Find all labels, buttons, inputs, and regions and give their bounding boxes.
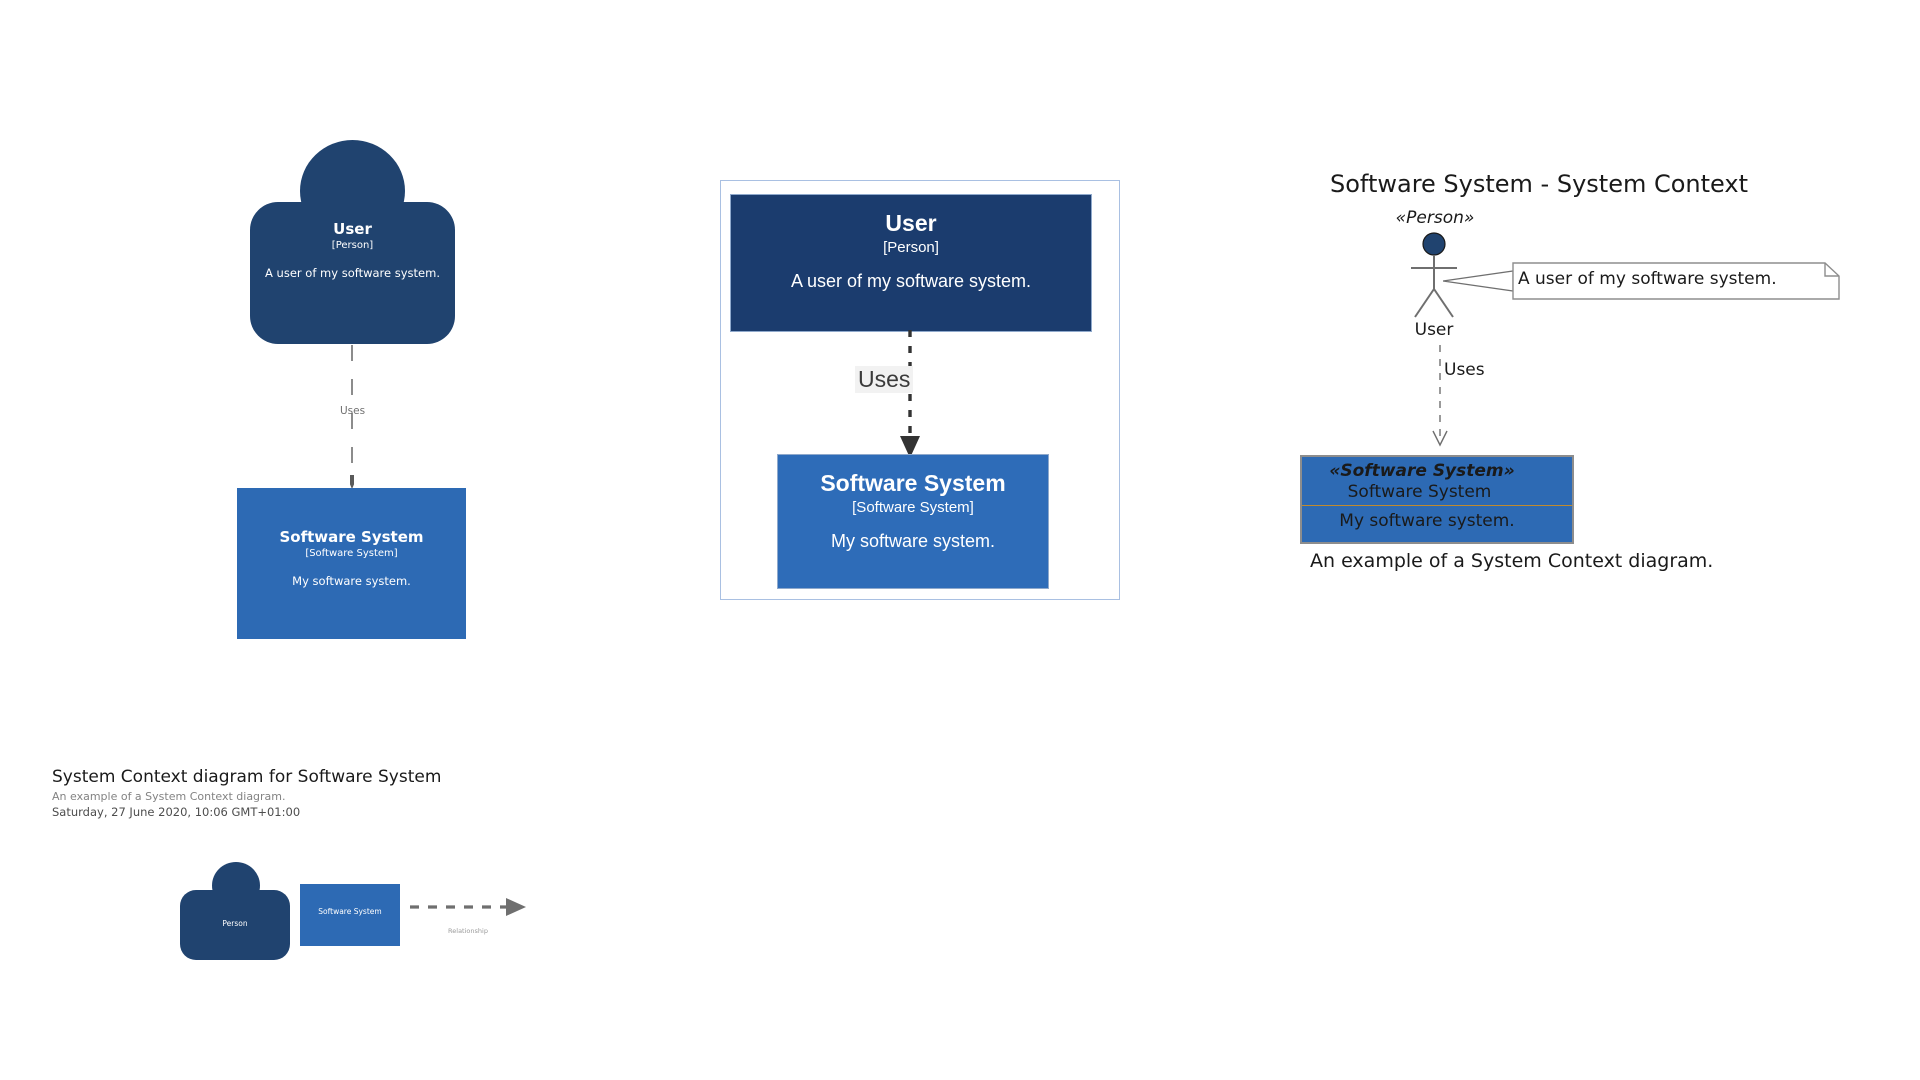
dot-person-text-block: User [Person] A user of my software syst… bbox=[731, 195, 1091, 293]
footer-text-block: System Context diagram for Software Syst… bbox=[52, 765, 752, 820]
key-system-shape bbox=[300, 884, 400, 946]
plantuml-system-header: «Software System» Software System bbox=[1302, 457, 1572, 505]
diagram-dot-style: User [Person] A user of my software syst… bbox=[720, 180, 1120, 600]
footer-timestamp: Saturday, 27 June 2020, 10:06 GMT+01:00 bbox=[52, 805, 301, 819]
dot-system-description: My software system. bbox=[830, 531, 996, 551]
dot-relationship-label: Uses bbox=[855, 366, 914, 393]
system-description: My software system. bbox=[292, 574, 411, 588]
plantuml-relationship-line bbox=[1432, 345, 1448, 447]
footer-subtitle: An example of a System Context diagram. bbox=[52, 790, 286, 803]
person-technology: [Person] bbox=[331, 240, 374, 251]
system-technology: [Software System] bbox=[305, 548, 398, 559]
dot-system-node[interactable]: Software System [Software System] My sof… bbox=[777, 454, 1049, 589]
person-text-block: User [Person] A user of my software syst… bbox=[250, 220, 455, 281]
plantuml-system-name: Software System bbox=[1347, 482, 1492, 502]
key-person-label: Person bbox=[222, 919, 248, 928]
dot-relationship-line bbox=[900, 330, 920, 458]
plantuml-caption: An example of a System Context diagram. bbox=[1310, 550, 1714, 572]
diagram-structurizr-style: User [Person] A user of my software syst… bbox=[0, 0, 640, 680]
key-relationship-arrow bbox=[410, 898, 526, 916]
key-person-body-shape bbox=[180, 890, 290, 960]
plantuml-note-text: A user of my software system. bbox=[1518, 269, 1777, 289]
footer-title: System Context diagram for Software Syst… bbox=[52, 767, 442, 787]
dot-system-name: Software System bbox=[820, 470, 1006, 496]
structurizr-system-node[interactable]: Software System [Software System] My sof… bbox=[237, 488, 466, 639]
plantuml-actor-icon[interactable] bbox=[1394, 232, 1474, 322]
plantuml-title: Software System - System Context bbox=[1330, 170, 1748, 198]
plantuml-system-divider bbox=[1302, 505, 1572, 506]
dot-person-description: A user of my software system. bbox=[790, 271, 1032, 291]
plantuml-note-shape[interactable] bbox=[1443, 255, 1843, 305]
diagram-plantuml-style: Software System - System Context «Person… bbox=[1290, 170, 1850, 610]
person-description: A user of my software system. bbox=[265, 266, 440, 280]
plantuml-actor-stereotype: «Person» bbox=[1395, 208, 1475, 228]
dot-person-name: User bbox=[885, 210, 937, 236]
dot-person-technology: [Person] bbox=[883, 239, 939, 256]
dot-system-technology: [Software System] bbox=[852, 499, 974, 516]
plantuml-relationship-label: Uses bbox=[1444, 360, 1485, 380]
dot-image-frame bbox=[720, 180, 1120, 600]
plantuml-system-description: My software system. bbox=[1339, 511, 1515, 531]
plantuml-actor-label: User bbox=[1414, 320, 1454, 340]
person-body-shape bbox=[250, 202, 455, 344]
structurizr-relationship-line bbox=[350, 345, 354, 489]
plantuml-system-body: My software system. bbox=[1302, 506, 1572, 540]
structurizr-relationship-label: Uses bbox=[339, 405, 366, 417]
dot-person-node[interactable]: User [Person] A user of my software syst… bbox=[730, 194, 1092, 332]
plantuml-system-node[interactable]: «Software System» Software System My sof… bbox=[1300, 455, 1574, 544]
plantuml-system-stereotype: «Software System» bbox=[1329, 461, 1515, 481]
structurizr-person-node[interactable]: User [Person] A user of my software syst… bbox=[250, 140, 455, 345]
diagram-key-legend: Person Software System Relationship bbox=[180, 862, 600, 982]
dot-system-text-block: Software System [Software System] My sof… bbox=[778, 455, 1048, 553]
system-name: Software System bbox=[279, 528, 424, 546]
key-relationship-label: Relationship bbox=[448, 927, 488, 935]
system-text-block: Software System [Software System] My sof… bbox=[237, 528, 466, 589]
person-name: User bbox=[333, 220, 372, 238]
key-system-label: Software System bbox=[318, 907, 382, 916]
